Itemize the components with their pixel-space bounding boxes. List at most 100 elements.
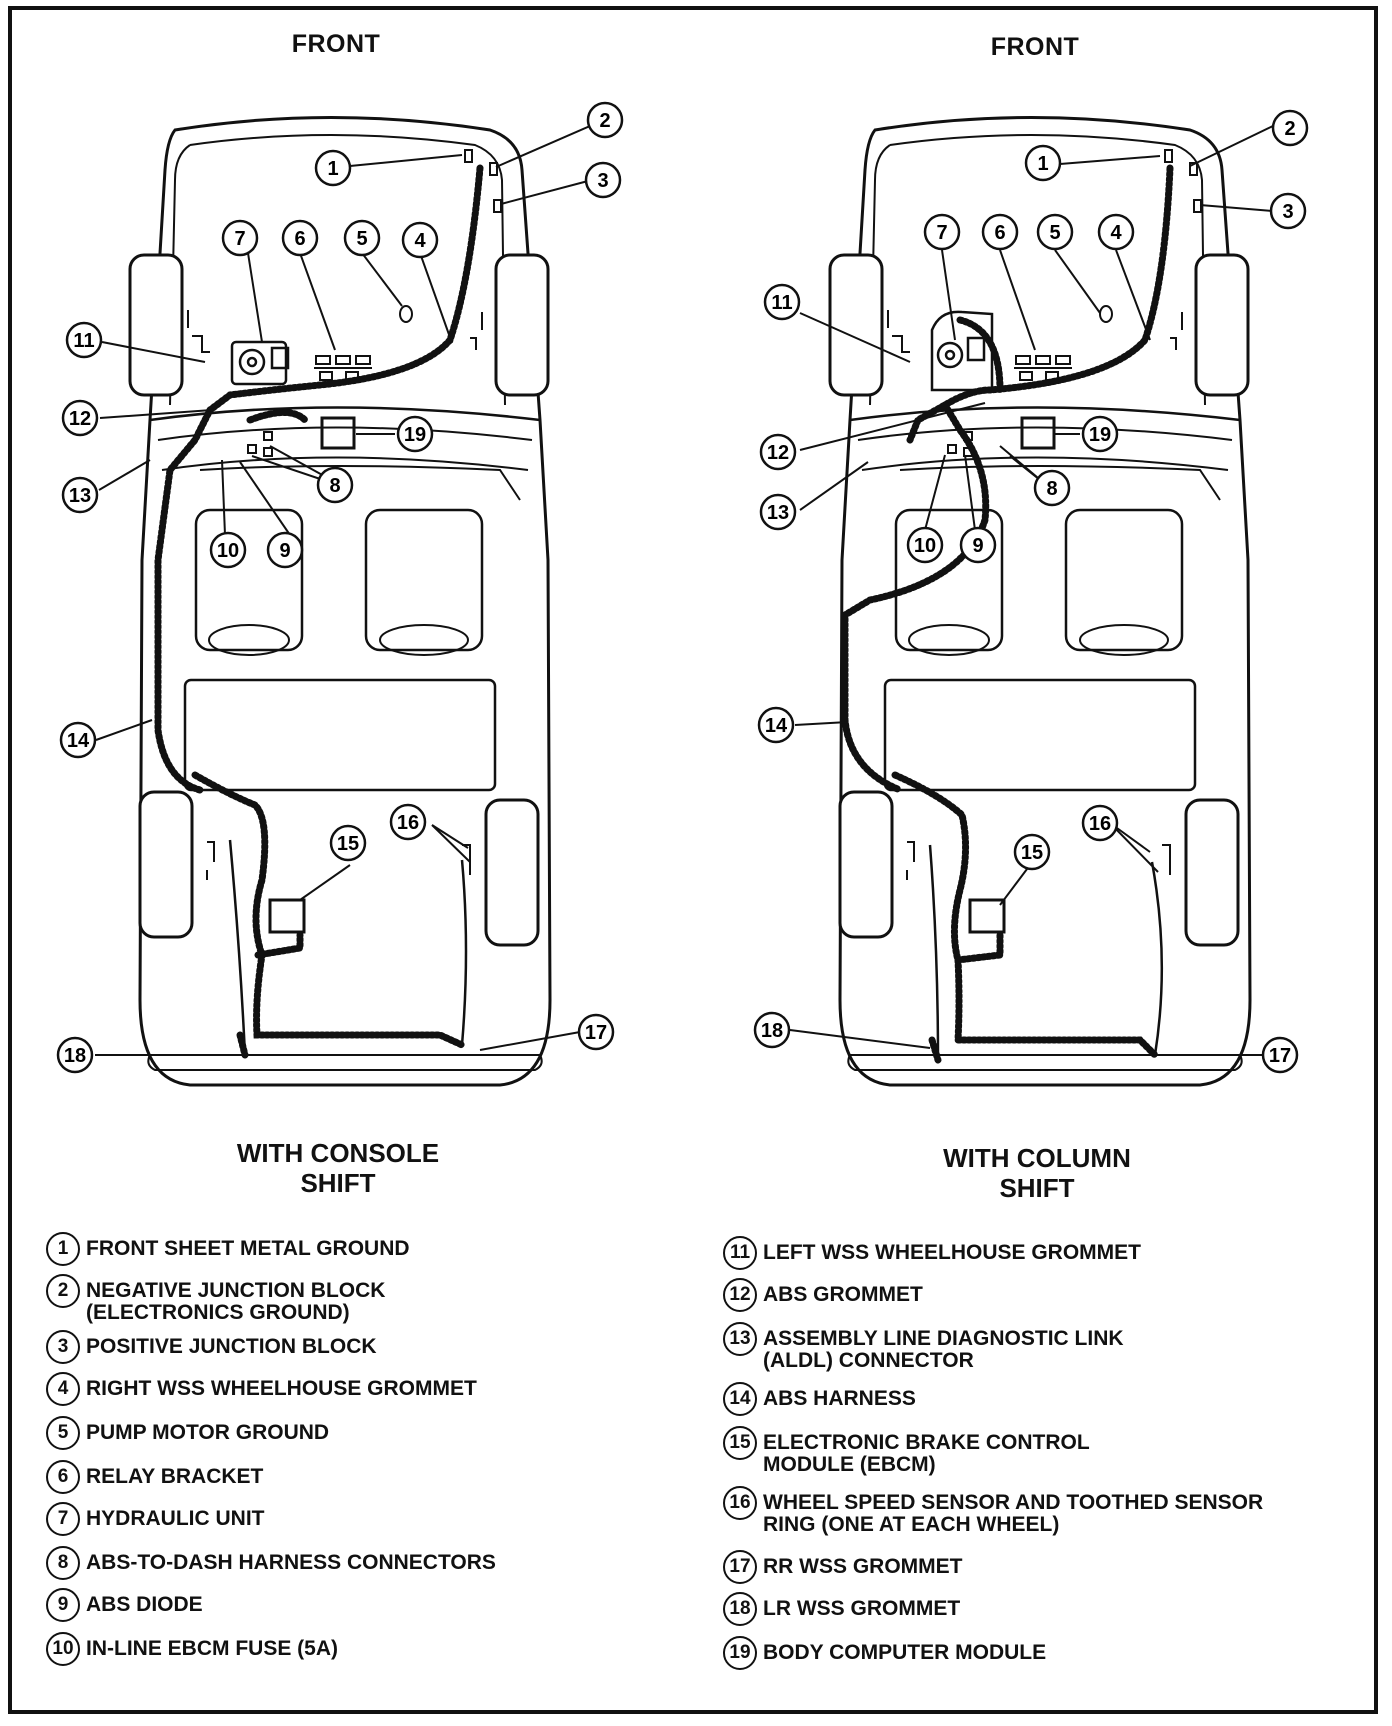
legend-number-9: 9	[46, 1588, 80, 1622]
callout-number-10: 10	[217, 540, 239, 562]
callout-circle-8	[316, 466, 354, 504]
right-vehicle	[828, 116, 1252, 1087]
legend-number-5: 5	[46, 1416, 80, 1450]
caption-right-line1: WITH COLUMN	[943, 1143, 1131, 1173]
callout-circle-13	[759, 493, 797, 531]
page-frame	[8, 6, 1378, 1714]
callout-number-7: 7	[234, 228, 245, 250]
callout-circle-12	[61, 399, 99, 437]
callout-number-9: 9	[972, 535, 983, 557]
callout-number-6: 6	[294, 228, 305, 250]
legend-text: ABS-TO-DASH HARNESS CONNECTORS	[86, 1551, 496, 1574]
callout-circle-17	[1261, 1036, 1299, 1074]
legend-number-10: 10	[46, 1632, 80, 1666]
callout-number-16: 16	[1089, 813, 1111, 835]
callout-circle-4	[401, 221, 439, 259]
callout-circle-16	[1081, 804, 1119, 842]
legend-text: RR WSS GROMMET	[763, 1555, 963, 1578]
legend-number-18: 18	[723, 1592, 757, 1626]
callout-number-1: 1	[1037, 153, 1048, 175]
callout-circle-17	[577, 1013, 615, 1051]
legend-number-13: 13	[723, 1322, 757, 1356]
callout-circle-10	[209, 531, 247, 569]
callout-number-9: 9	[279, 540, 290, 562]
callout-number-15: 15	[337, 833, 359, 855]
callout-number-4: 4	[414, 230, 426, 252]
callout-circle-19	[1081, 415, 1119, 453]
callout-number-12: 12	[69, 408, 91, 430]
callout-number-17: 17	[1269, 1045, 1291, 1067]
callout-number-15: 15	[1021, 842, 1043, 864]
caption-left: WITH CONSOLE SHIFT	[158, 1138, 518, 1198]
callout-circle-8	[1033, 469, 1071, 507]
legend-number-16: 16	[723, 1486, 757, 1520]
legend-text-line2: RING (ONE AT EACH WHEEL)	[763, 1513, 1060, 1536]
callout-number-2: 2	[1284, 118, 1295, 140]
callout-circle-2	[586, 101, 624, 139]
legend-item-5: 5 PUMP MOTOR GROUND	[46, 1416, 329, 1450]
callout-number-12: 12	[767, 442, 789, 464]
legend-text: FRONT SHEET METAL GROUND	[86, 1237, 410, 1260]
callout-number-7: 7	[936, 222, 947, 244]
callout-circle-18	[56, 1036, 94, 1074]
legend-number-15: 15	[723, 1426, 757, 1460]
leader-lines	[95, 124, 1276, 1056]
callout-circle-3	[1269, 192, 1307, 230]
callout-number-5: 5	[356, 228, 367, 250]
legend-text: RELAY BRACKET	[86, 1465, 264, 1488]
callout-circle-14	[757, 706, 795, 744]
callout-number-17: 17	[585, 1022, 607, 1044]
callout-number-3: 3	[1282, 201, 1293, 223]
callout-circle-10	[906, 526, 944, 564]
legend-text: PUMP MOTOR GROUND	[86, 1421, 330, 1444]
callout-number-14: 14	[765, 715, 788, 737]
callout-circle-3	[584, 161, 622, 199]
legend-text: POSITIVE JUNCTION BLOCK	[86, 1335, 377, 1358]
legend-item-2: 2 NEGATIVE JUNCTION BLOCK(ELECTRONICS GRO…	[46, 1274, 385, 1324]
callout-circle-15	[329, 824, 367, 862]
callout-number-13: 13	[767, 502, 789, 524]
legend-text: HYDRAULIC UNIT	[86, 1507, 265, 1530]
callout-circle-18	[753, 1011, 791, 1049]
callout-number-2: 2	[599, 110, 610, 132]
callout-circle-4	[1097, 213, 1135, 251]
legend-number-3: 3	[46, 1330, 80, 1364]
legend-item-9: 9 ABS DIODE	[46, 1588, 203, 1622]
callout-circle-15	[1013, 833, 1051, 871]
callout-circle-11	[65, 321, 103, 359]
callout-number-19: 19	[1089, 424, 1111, 446]
callout-circle-16	[389, 803, 427, 841]
legend-text: BODY COMPUTER MODULE	[763, 1641, 1047, 1664]
legend-text: ABS DIODE	[86, 1593, 203, 1616]
legend-text: RIGHT WSS WHEELHOUSE GROMMET	[86, 1377, 477, 1400]
legend-text-line2: MODULE (EBCM)	[763, 1453, 936, 1476]
legend-text-line2: (ELECTRONICS GROUND)	[86, 1301, 350, 1324]
legend-number-6: 6	[46, 1460, 80, 1494]
callout-number-8: 8	[329, 475, 340, 497]
callout-number-1: 1	[327, 158, 338, 180]
callout-number-5: 5	[1049, 222, 1060, 244]
legend-number-2: 2	[46, 1274, 80, 1308]
callout-circle-11	[763, 283, 801, 321]
callout-circle-1	[314, 149, 352, 187]
legend-text: NEGATIVE JUNCTION BLOCK	[86, 1279, 386, 1302]
legend-item-18: 18 LR WSS GROMMET	[723, 1592, 960, 1626]
legend-text: LR WSS GROMMET	[763, 1597, 961, 1620]
legend-item-6: 6 RELAY BRACKET	[46, 1460, 263, 1494]
callout-number-19: 19	[404, 424, 426, 446]
callout-number-18: 18	[761, 1020, 783, 1042]
legend-item-3: 3 POSITIVE JUNCTION BLOCK	[46, 1330, 377, 1364]
callout-number-18: 18	[64, 1045, 86, 1067]
caption-right-line2: SHIFT	[999, 1173, 1075, 1203]
legend-number-19: 19	[723, 1636, 757, 1670]
